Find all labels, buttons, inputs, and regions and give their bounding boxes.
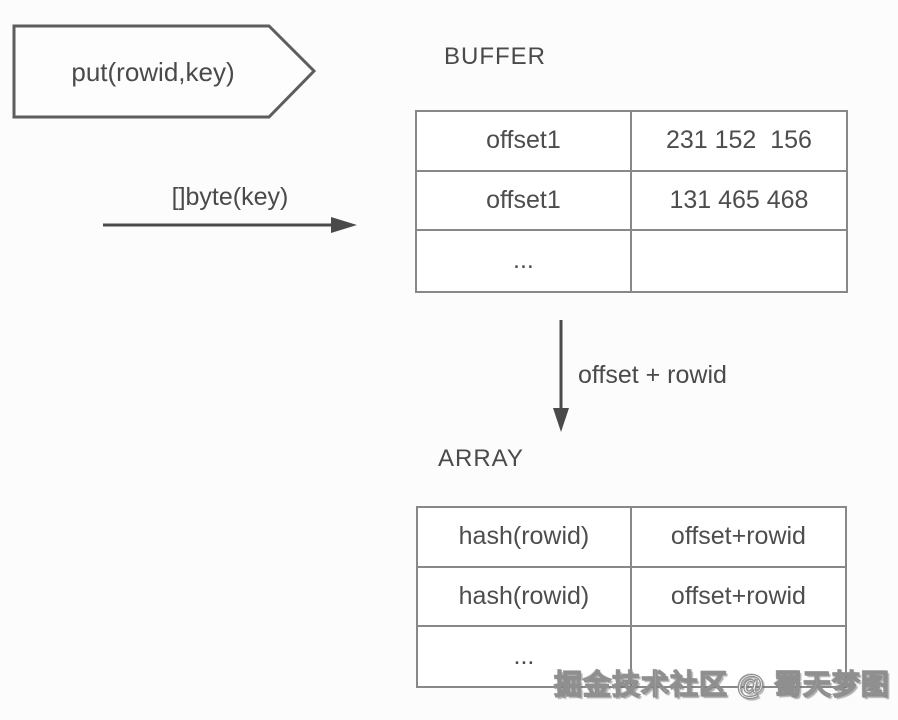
buffer-cell-key: ... xyxy=(417,231,632,291)
array-cell-key: hash(rowid) xyxy=(418,567,632,628)
array-table: hash(rowid) offset+rowid hash(rowid) off… xyxy=(416,506,847,688)
buffer-cell-key: offset1 xyxy=(417,171,632,232)
offset-rowid-arrow-label: offset + rowid xyxy=(578,361,727,389)
buffer-title: BUFFER xyxy=(444,43,546,70)
buffer-cell-value xyxy=(632,231,846,291)
buffer-cell-key: offset1 xyxy=(417,112,632,172)
byte-key-arrow-label: []byte(key) xyxy=(171,183,289,211)
buffer-cell-value: 131 465 468 xyxy=(631,172,846,232)
put-call-shape: put(rowid,key) xyxy=(12,24,318,120)
put-call-label: put(rowid,key) xyxy=(71,56,235,87)
right-arrow-icon xyxy=(103,217,357,233)
buffer-table: offset1 231 152 156 offset1 131 465 468 … xyxy=(415,110,848,293)
down-arrow-icon xyxy=(553,320,569,432)
array-cell-value: offset+rowid xyxy=(631,508,845,568)
array-cell-key: ... xyxy=(418,627,632,687)
array-title: ARRAY xyxy=(438,445,524,472)
array-cell-key: hash(rowid) xyxy=(418,508,632,568)
pentagon-outline-icon xyxy=(12,24,317,119)
array-cell-value: offset+rowid xyxy=(631,568,845,628)
buffer-cell-value: 231 152 156 xyxy=(631,112,846,172)
watermark: 掘金技术社区 @ 蜀天梦图 xyxy=(554,668,890,700)
